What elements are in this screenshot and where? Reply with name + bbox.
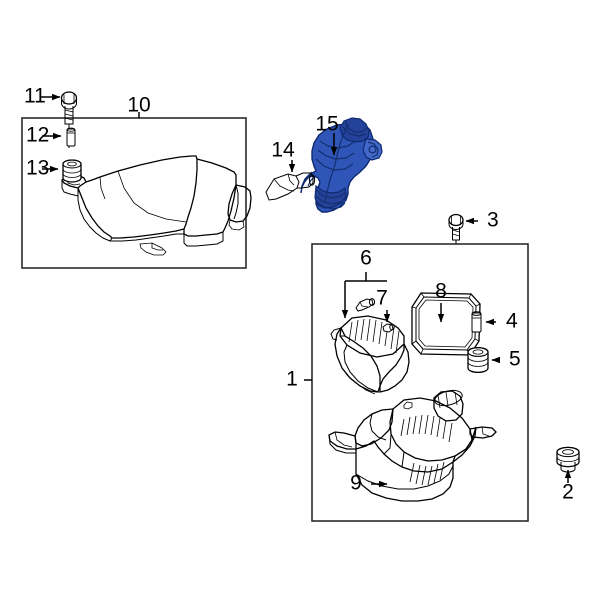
part-2-grommet xyxy=(556,446,580,473)
part-3-bolt xyxy=(448,213,464,250)
part-12-pin xyxy=(66,127,76,147)
group-box-10 xyxy=(21,117,247,269)
part-6-housing-cover xyxy=(330,315,410,395)
part-7-clip-secondary xyxy=(382,323,395,333)
part-14-sensor xyxy=(265,172,316,201)
part-5-grommet xyxy=(467,346,489,374)
part-4-pin xyxy=(471,311,482,333)
callout-label-14: 14 xyxy=(271,139,295,162)
part-9-air-cleaner-housing-body xyxy=(328,389,497,502)
callout-label-11: 11 xyxy=(24,85,46,108)
callout-label-6: 6 xyxy=(360,247,372,270)
part-10-air-cleaner-cover xyxy=(61,155,252,256)
part-13-grommet xyxy=(62,159,82,183)
callout-label-12: 12 xyxy=(26,124,49,147)
callout-label-9: 9 xyxy=(350,472,362,495)
callout-label-10: 10 xyxy=(127,94,150,117)
callout-label-8: 8 xyxy=(435,280,447,303)
part-7-clip xyxy=(355,298,376,312)
callout-label-15: 15 xyxy=(315,113,338,136)
callout-label-5: 5 xyxy=(509,348,521,371)
callout-label-3: 3 xyxy=(487,209,499,232)
part-15-air-intake-duct-hose xyxy=(300,117,383,213)
callout-label-2: 2 xyxy=(562,481,574,504)
group-box-1 xyxy=(311,243,529,522)
callout-label-13: 13 xyxy=(26,157,49,180)
callout-label-1: 1 xyxy=(286,368,298,391)
callout-label-7: 7 xyxy=(376,287,388,310)
callout-label-4: 4 xyxy=(506,310,518,333)
